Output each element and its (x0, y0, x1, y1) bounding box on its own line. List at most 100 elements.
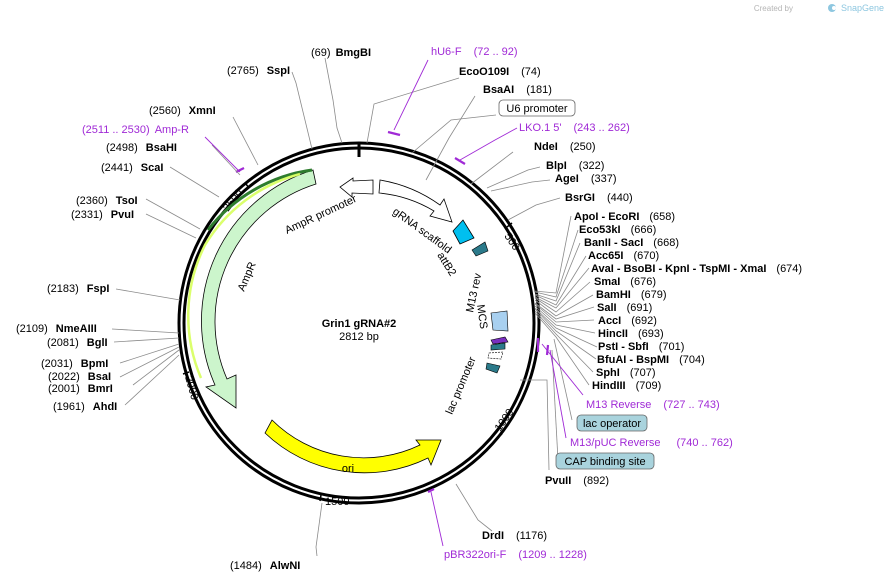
svg-text:(1961)AhdI: (1961)AhdI (53, 401, 117, 413)
site-blpi: BlpI(322) (546, 160, 604, 172)
svg-text:BsaAI(181): BsaAI(181) (483, 84, 552, 96)
primer-pbr322ori-f: pBR322ori-F(1209 .. 1228) (444, 549, 587, 561)
watermark-brand: SnapGene (841, 3, 884, 13)
site-psti-sbfi: PstI - SbfI(701) (598, 341, 684, 353)
svg-text:AccI(692): AccI(692) (598, 315, 657, 327)
plasmid-length: 2812 bp (339, 331, 379, 343)
site-hindiii: HindIII(709) (592, 380, 661, 392)
feature-lac-promoter-mark[interactable] (485, 362, 501, 374)
site-alwni: (1484)AlwNI (230, 560, 300, 572)
svg-text:BsrGI(440): BsrGI(440) (565, 192, 633, 204)
svg-text:PstI - SbfI(701): PstI - SbfI(701) (598, 341, 684, 353)
svg-text:pBR322ori-F(1209 .. 1228): pBR322ori-F(1209 .. 1228) (444, 549, 587, 561)
svg-text:BfuAI - BspMI(704): BfuAI - BspMI(704) (597, 354, 705, 366)
site-eco53ki: Eco53kI(666) (579, 224, 656, 236)
site-pvui: (2331)PvuI (71, 209, 134, 221)
site-agei: AgeI(337) (555, 173, 617, 185)
svg-text:(2360)TsoI: (2360)TsoI (76, 195, 138, 207)
svg-text:NdeI(250): NdeI(250) (534, 141, 596, 153)
feature-ampr-label: AmpR (236, 260, 259, 293)
site-bamhi: BamHI(679) (596, 289, 667, 301)
svg-text:2000: 2000 (182, 375, 200, 402)
svg-text:hU6-F(72 .. 92): hU6-F(72 .. 92) (431, 46, 518, 58)
site-ahdi: (1961)AhdI (53, 401, 117, 413)
primer-hu6-f: hU6-F(72 .. 92) (431, 46, 518, 58)
site-tsoi: (2360)TsoI (76, 195, 138, 207)
svg-text:SphI(707): SphI(707) (596, 367, 656, 379)
svg-text:(2001)BmrI: (2001)BmrI (48, 383, 113, 395)
site-drdi: DrdI(1176) (482, 530, 547, 542)
svg-text:LKO.1 5'(243 .. 262): LKO.1 5'(243 .. 262) (519, 122, 630, 134)
feature-lac-operator[interactable] (490, 342, 506, 351)
svg-text:SmaI(676): SmaI(676) (594, 276, 656, 288)
site-sali: SalI(691) (597, 302, 652, 314)
svg-text:BlpI(322): BlpI(322) (546, 160, 604, 172)
site-acc65i: Acc65I(670) (588, 250, 659, 262)
snapgene-logo-icon (828, 4, 836, 12)
tick-1500: 1500 (319, 494, 349, 508)
svg-text:SalI(691): SalI(691) (597, 302, 652, 314)
primer-marks (235, 130, 550, 493)
site-scai: (2441)ScaI (101, 162, 163, 174)
feature-u6-promoter[interactable] (452, 219, 475, 245)
feature-grna-scaffold[interactable]: gRNA scaffold (378, 179, 454, 256)
svg-text:1500: 1500 (325, 496, 349, 508)
svg-text:(69)BmgBI: (69)BmgBI (311, 47, 371, 59)
site-smai: SmaI(676) (594, 276, 656, 288)
feature-attb2-label: attB2 (434, 250, 458, 278)
site-bsahi: (2498)BsaHI (106, 142, 177, 154)
svg-text:lac operator: lac operator (583, 418, 641, 430)
svg-text:(2109)NmeAIII: (2109)NmeAIII (16, 323, 97, 335)
svg-text:HincII(693): HincII(693) (598, 328, 664, 340)
svg-text:AvaI - BsoBI - KpnI - TspMI -: AvaI - BsoBI - KpnI - TspMI - XmaI(674) (591, 263, 802, 275)
feature-ampr-promoter-label: AmpR promoter (283, 193, 359, 237)
svg-text:ApoI - EcoRI(658): ApoI - EcoRI(658) (574, 211, 675, 223)
site-bsrgi: BsrGI(440) (565, 192, 633, 204)
svg-text:Eco53kI(666): Eco53kI(666) (579, 224, 656, 236)
watermark-prefix: Created by (754, 4, 793, 13)
svg-text:(2441)ScaI: (2441)ScaI (101, 162, 163, 174)
site-hincii: HincII(693) (598, 328, 664, 340)
site-bmri: (2001)BmrI (48, 383, 113, 395)
feature-mcs[interactable]: MCS (474, 304, 509, 332)
leader-lines (111, 57, 598, 557)
svg-text:EcoO109I(74): EcoO109I(74) (459, 66, 541, 78)
svg-text:(1484)AlwNI: (1484)AlwNI (230, 560, 300, 572)
svg-text:PvuII(892): PvuII(892) (545, 475, 609, 487)
svg-text:(2022)BsaI: (2022)BsaI (48, 371, 111, 383)
label-lac-operator: lac operator (576, 414, 648, 432)
site-sspi: (2765)SspI (227, 65, 290, 77)
feature-lac-promoter-label: lac promoter (444, 355, 479, 416)
feature-ampr[interactable]: AmpR (187, 168, 317, 409)
site-ndei: NdeI(250) (534, 141, 596, 153)
svg-text:M13/pUC Reverse(740 .. 762): M13/pUC Reverse(740 .. 762) (570, 437, 733, 449)
feature-cap-binding[interactable] (487, 351, 504, 360)
label-u6-promoter: U6 promoter (498, 99, 576, 117)
site-apoi-ecori: ApoI - EcoRI(658) (574, 211, 675, 223)
site-bgli: (2081)BglI (47, 337, 108, 349)
svg-text:DrdI(1176): DrdI(1176) (482, 530, 547, 542)
svg-text:(2511 .. 2530)Amp-R: (2511 .. 2530)Amp-R (82, 124, 189, 136)
svg-text:(2765)SspI: (2765)SspI (227, 65, 290, 77)
site-fspi: (2183)FspI (47, 283, 109, 295)
site-nmeaiii: (2109)NmeAIII (16, 323, 97, 335)
primer-m13-puc-reverse: M13/pUC Reverse(740 .. 762) (570, 437, 733, 449)
svg-text:BanII - SacI(668): BanII - SacI(668) (584, 237, 679, 249)
feature-ori[interactable]: ori (264, 419, 442, 475)
primer-amp-r: (2511 .. 2530)Amp-R (82, 124, 189, 136)
svg-text:U6 promoter: U6 promoter (506, 103, 567, 115)
site-ecoo109i: EcoO109I(74) (459, 66, 541, 78)
feature-ori-label: ori (342, 463, 354, 475)
svg-text:AgeI(337): AgeI(337) (555, 173, 617, 185)
site-banii-saci: BanII - SacI(668) (584, 237, 679, 249)
feature-mcs-label: MCS (474, 304, 489, 330)
svg-text:Acc65I(670): Acc65I(670) (588, 250, 659, 262)
svg-text:(2560)XmnI: (2560)XmnI (149, 105, 216, 117)
svg-text:(2498)BsaHI: (2498)BsaHI (106, 142, 177, 154)
svg-text:M13 Reverse(727 .. 743): M13 Reverse(727 .. 743) (586, 399, 720, 411)
primer-lko1-5: LKO.1 5'(243 .. 262) (519, 122, 630, 134)
svg-text:1000: 1000 (493, 407, 517, 434)
label-cap-binding-site: CAP binding site (555, 452, 655, 470)
site-sphi: SphI(707) (596, 367, 656, 379)
site-bsai: (2022)BsaI (48, 371, 111, 383)
